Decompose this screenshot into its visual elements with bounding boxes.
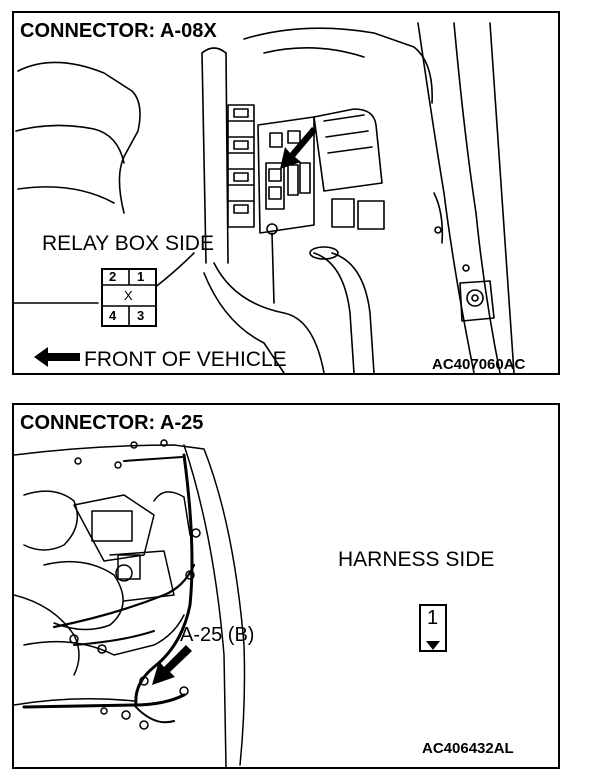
relay-box-side-label: RELAY BOX SIDE (42, 232, 214, 255)
front-of-vehicle-label: FRONT OF VEHICLE (84, 348, 287, 371)
lock-tab-icon (426, 641, 440, 650)
connector-title: CONNECTOR: A-08X (20, 20, 217, 42)
pin-4: 4 (109, 308, 117, 323)
relay-box-drawing (14, 22, 515, 373)
harness-main (134, 453, 194, 707)
harness-drawing (14, 439, 447, 767)
relay-box-body (257, 116, 315, 234)
connector-callout: A-25 (B) (180, 624, 255, 646)
harness-panel: CONNECTOR: A-25 HARNESS SIDE A-25 (B) AC… (12, 403, 560, 769)
location-arrow (152, 645, 192, 685)
relay-box-panel: CONNECTOR: A-08X RELAY BOX SIDE FRONT OF… (12, 11, 560, 375)
fender-outline (14, 444, 246, 766)
front-arrow-icon (34, 347, 80, 367)
location-arrow (280, 127, 317, 169)
pin-1: 1 (427, 607, 439, 629)
connector-face-a08x (101, 268, 157, 327)
figure-code: AC406432AL (422, 740, 514, 757)
body-outline-left (17, 61, 141, 214)
pin-1: 1 (137, 269, 145, 284)
pin-3: 3 (137, 308, 145, 323)
relay-stack (227, 104, 255, 228)
pin-x: X (124, 288, 133, 303)
harness-side-label: HARNESS SIDE (338, 548, 495, 571)
connector-title: CONNECTOR: A-25 (20, 412, 204, 434)
pin-2: 2 (109, 269, 117, 284)
connector-face-a25 (419, 604, 447, 652)
harness-tube (201, 52, 229, 264)
connector-a08x (265, 162, 285, 210)
figure-code: AC407060AC (432, 356, 526, 373)
